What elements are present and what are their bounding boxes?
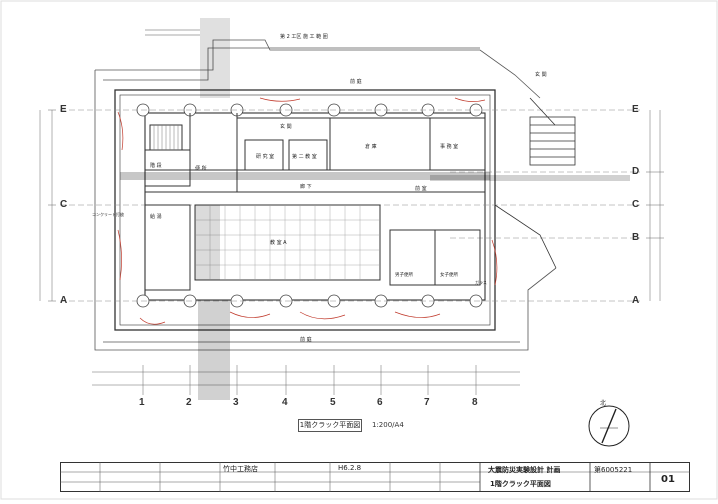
crack-lines [117, 97, 498, 325]
room-label-lab-a: 研 究 室 [256, 153, 274, 160]
drawing-caption: 1階クラック平面図 [298, 419, 362, 432]
room-label-women-wc: 女子便所 [440, 271, 458, 278]
classroom-grid [195, 205, 380, 280]
room-label-large: 教 室 A [270, 239, 287, 246]
title-block-number: 第6005221 [594, 466, 633, 474]
title-block-company: 竹中工務店 [223, 465, 258, 473]
row-label-right: A [632, 295, 640, 306]
title-block [60, 462, 690, 492]
row-label-left: C [60, 199, 68, 210]
column-label: 3 [233, 397, 239, 408]
note-deco: ガラス [475, 279, 487, 285]
column-label: 6 [377, 397, 383, 408]
north-label: 北 [600, 400, 607, 407]
interior-walls [144, 113, 486, 291]
column-label: 5 [330, 397, 336, 408]
column-label: 8 [472, 397, 478, 408]
site-boundary [94, 39, 557, 351]
room-label-right: 玄 関 [535, 71, 547, 78]
room-label-entrance: 玄 関 [280, 123, 292, 130]
grid-ticks [92, 365, 520, 395]
room-label-garden: 前 庭 [350, 78, 362, 85]
scan-smudges [120, 18, 630, 400]
left-dimensions [39, 109, 56, 302]
drawing-scale: 1:200/A4 [372, 421, 404, 429]
column-label: 2 [186, 397, 192, 408]
column-label: 1 [139, 397, 145, 408]
room-label-storage: 倉 庫 [365, 143, 377, 150]
row-label-right: B [632, 232, 640, 243]
room-label-lab-b: 第 二 教 室 [292, 153, 317, 160]
title-block-date: H6.2.8 [338, 464, 362, 472]
right-dimensions [646, 110, 664, 301]
room-label-men-wc: 男子便所 [395, 271, 413, 278]
room-label-wc: 便 所 [195, 165, 207, 172]
room-label-corridor: 廊 下 [300, 183, 312, 190]
row-label-right: D [632, 166, 640, 177]
note-exterior: コンクリート打放 [92, 211, 124, 217]
entrance-canopy [494, 97, 576, 269]
room-label-garden-bottom: 前 庭 [300, 336, 312, 343]
title-block-project: 大震防災実験設計 計画 [488, 466, 561, 474]
room-label-stair: 階 段 [150, 162, 162, 169]
column-label: 4 [282, 397, 288, 408]
row-label-left: A [60, 295, 68, 306]
stair-hatch [153, 125, 179, 150]
room-label-front: 前 室 [415, 185, 427, 192]
room-label-kitchen: 給 湯 [150, 213, 162, 220]
note-top: 第 2 工区 施 工 範 囲 [280, 33, 328, 40]
building-outline [114, 89, 496, 331]
row-label-right: E [632, 104, 639, 115]
room-label-office: 事 務 室 [440, 143, 458, 150]
title-block-drawing: 1階クラック平面図 [490, 480, 551, 488]
row-label-right: C [632, 199, 640, 210]
north-arrow-icon [588, 405, 630, 447]
column-label: 7 [424, 397, 430, 408]
row-label-left: E [60, 104, 67, 115]
top-annotation [145, 29, 200, 36]
title-block-sheet-no: 01 [661, 474, 675, 485]
